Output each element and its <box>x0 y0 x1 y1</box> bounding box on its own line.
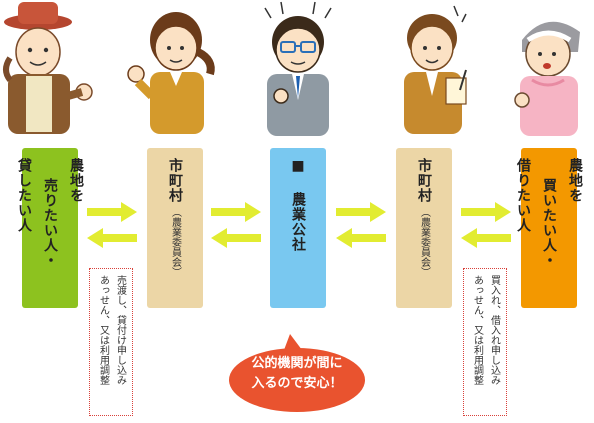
left-arrow-icon <box>211 228 261 248</box>
bubble-line1: 公的機関が間に <box>251 356 343 371</box>
office-woman-illustration <box>118 0 228 140</box>
municipality-left-title: 市町村 <box>167 158 183 203</box>
right-arrow-icon <box>336 202 386 222</box>
municipality-right-box: 市町村 （農業委員会） <box>396 148 452 308</box>
municipality-left-box: 市町村 （農業委員会） <box>147 148 203 308</box>
municipality-left-text: 市町村 （農業委員会） <box>165 158 185 277</box>
seller-box-line3: 貸したい人 <box>16 158 32 233</box>
right-arrow-icon <box>461 202 511 222</box>
bubble-text: 公的機関が間に 入るので安心！ <box>228 354 366 394</box>
right-arrow-icon <box>87 202 137 222</box>
office-man-illustration <box>380 0 490 140</box>
right-arrow-icon <box>211 202 261 222</box>
left-arrow-icon <box>87 228 137 248</box>
glasses-man-icon <box>264 1 332 136</box>
buyer-box-line3: 借りたい人 <box>515 158 531 233</box>
office-woman-icon <box>127 12 215 134</box>
farmer-hat-icon <box>3 2 93 134</box>
municipality-right-title: 市町村 <box>416 158 432 203</box>
glasses-man-illustration <box>243 0 353 140</box>
municipality-left-sub: （農業委員会） <box>169 207 181 277</box>
left-arrow-icon <box>336 228 386 248</box>
office-man-icon <box>404 5 467 134</box>
seller-box-line1: 農地を <box>68 158 84 203</box>
buyer-lessee-box: 農地を 買いたい人・ 借りたい人 <box>515 148 583 308</box>
municipality-right-sub: （農業委員会） <box>418 207 430 277</box>
reassurance-bubble: 公的機関が間に 入るので安心！ <box>228 334 366 414</box>
seller-lessor-box: 農地を 売りたい人・ 貸したい人 <box>16 148 84 308</box>
seller-procedure-note: 売渡し、貸付け申し込み あっせん、又は利用調整 <box>89 268 133 416</box>
bubble-line2: 入るので安心！ <box>251 376 343 391</box>
buyer-procedure-note: 買入れ、借入れ申し込み あっせん、又は利用調整 <box>463 268 507 416</box>
agricultural-corporation-box: ■ 農業公社 <box>270 148 326 308</box>
buyer-box-line1: 農地を <box>567 158 583 203</box>
municipality-right-text: 市町村 （農業委員会） <box>414 158 434 277</box>
farmer-woman-illustration <box>492 0 594 140</box>
seller-note-line2: あっせん、又は利用調整 <box>97 275 109 385</box>
left-arrow-icon <box>461 228 511 248</box>
corporation-title: ■ 農業公社 <box>290 158 306 252</box>
seller-box-line2: 売りたい人・ <box>42 178 58 268</box>
farmer-man-illustration <box>0 0 110 140</box>
buyer-box-line2: 買いたい人・ <box>541 178 557 268</box>
farmer-woman-icon <box>514 21 580 136</box>
speech-bubble-shape <box>229 334 365 412</box>
buyer-note-line2: あっせん、又は利用調整 <box>471 275 483 385</box>
buyer-note-line1: 買入れ、借入れ申し込み <box>488 275 500 385</box>
seller-note-line1: 売渡し、貸付け申し込み <box>114 275 126 385</box>
